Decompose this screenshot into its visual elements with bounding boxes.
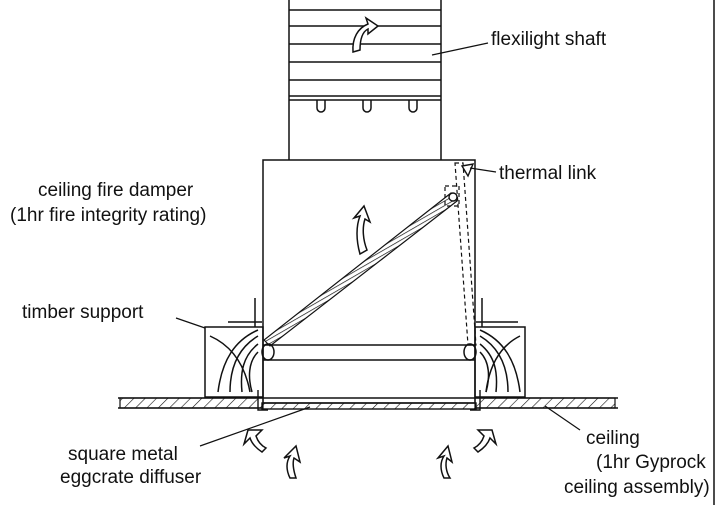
label-fire-integrity-rating: (1hr fire integrity rating) [10, 205, 206, 226]
eggcrate-diffuser [257, 390, 481, 411]
timber-support-left [204, 298, 264, 398]
airflow-arrows-lower-right [435, 429, 498, 479]
label-flexilight-shaft: flexilight shaft [491, 29, 607, 50]
ceiling-assembly [118, 397, 618, 409]
label-ceiling: ceiling [586, 428, 640, 449]
label-ceiling-fire-damper: ceiling fire damper [38, 180, 194, 201]
label-eggcrate-diffuser: eggcrate diffuser [60, 467, 202, 488]
airflow-arrows-lower-left [242, 429, 302, 479]
swing-blade-dashed [444, 162, 477, 346]
spring-rod [263, 192, 458, 347]
flexilight-shaft [288, 0, 442, 160]
label-gyprock: (1hr Gyprock [596, 452, 706, 473]
label-square-metal: square metal [68, 444, 178, 465]
label-thermal-link: thermal link [499, 163, 597, 184]
ceiling-fire-damper-body [261, 159, 477, 404]
airflow-arrow-icon [351, 204, 372, 256]
label-ceiling-assembly: ceiling assembly) [564, 477, 710, 498]
airflow-arrow-icon [352, 16, 380, 53]
leader-lines [175, 42, 581, 447]
label-timber-support: timber support [22, 302, 144, 323]
thermal-link-icon [460, 163, 475, 178]
timber-support-right [474, 298, 526, 398]
pivot [448, 192, 458, 202]
